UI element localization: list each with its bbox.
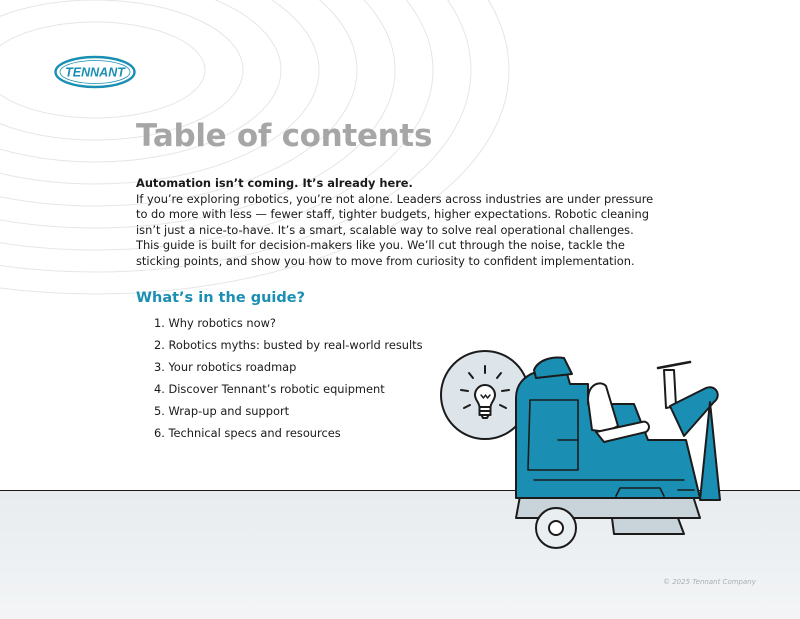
lightbulb-icon <box>440 350 530 440</box>
decorative-arc <box>0 0 472 273</box>
decorative-arc <box>0 0 320 185</box>
decorative-arc <box>0 0 510 295</box>
intro-line: This guide is built for decision-makers … <box>136 238 625 253</box>
robot-illustration <box>438 340 738 559</box>
decorative-arc <box>0 0 396 229</box>
tennant-logo: TENNANT <box>54 54 136 94</box>
intro-line: to do more with less — fewer staff, tigh… <box>136 207 649 222</box>
decorative-arc <box>0 0 244 141</box>
intro-line: If you’re exploring robotics, you’re not… <box>136 191 654 206</box>
decorative-arc <box>0 0 358 207</box>
guide-item-equipment[interactable]: 4. Discover Tennant’s robotic equipment <box>154 382 385 396</box>
logo-text: TENNANT <box>65 66 126 80</box>
intro-line: sticking points, and show you how to mov… <box>136 253 635 268</box>
page-title: Table of contents <box>136 118 433 154</box>
intro-line: isn’t just a nice-to-have. It’s a smart,… <box>136 222 634 237</box>
decorative-arc <box>0 21 206 119</box>
guide-item-specs[interactable]: 6. Technical specs and resources <box>154 426 341 440</box>
robot-scrubber <box>515 356 721 549</box>
guide-item-why-robotics[interactable]: 1. Why robotics now? <box>154 316 276 330</box>
decorative-arc <box>0 0 434 251</box>
guide-item-wrap-up[interactable]: 5. Wrap-up and support <box>154 404 290 418</box>
copyright-text: © 2025 Tennant Company <box>663 578 756 586</box>
intro-section: Automation isn’t coming. It’s already he… <box>136 176 654 270</box>
guide-item-roadmap[interactable]: 3. Your robotics roadmap <box>154 360 297 374</box>
intro-heading: Automation isn’t coming. It’s already he… <box>136 176 413 190</box>
guide-heading: What’s in the guide? <box>136 290 305 306</box>
guide-list: 1. Why robotics now? 2. Robotics myths: … <box>154 316 423 448</box>
decorative-arc <box>0 0 282 163</box>
guide-item-myths[interactable]: 2. Robotics myths: busted by real-world … <box>154 338 423 352</box>
